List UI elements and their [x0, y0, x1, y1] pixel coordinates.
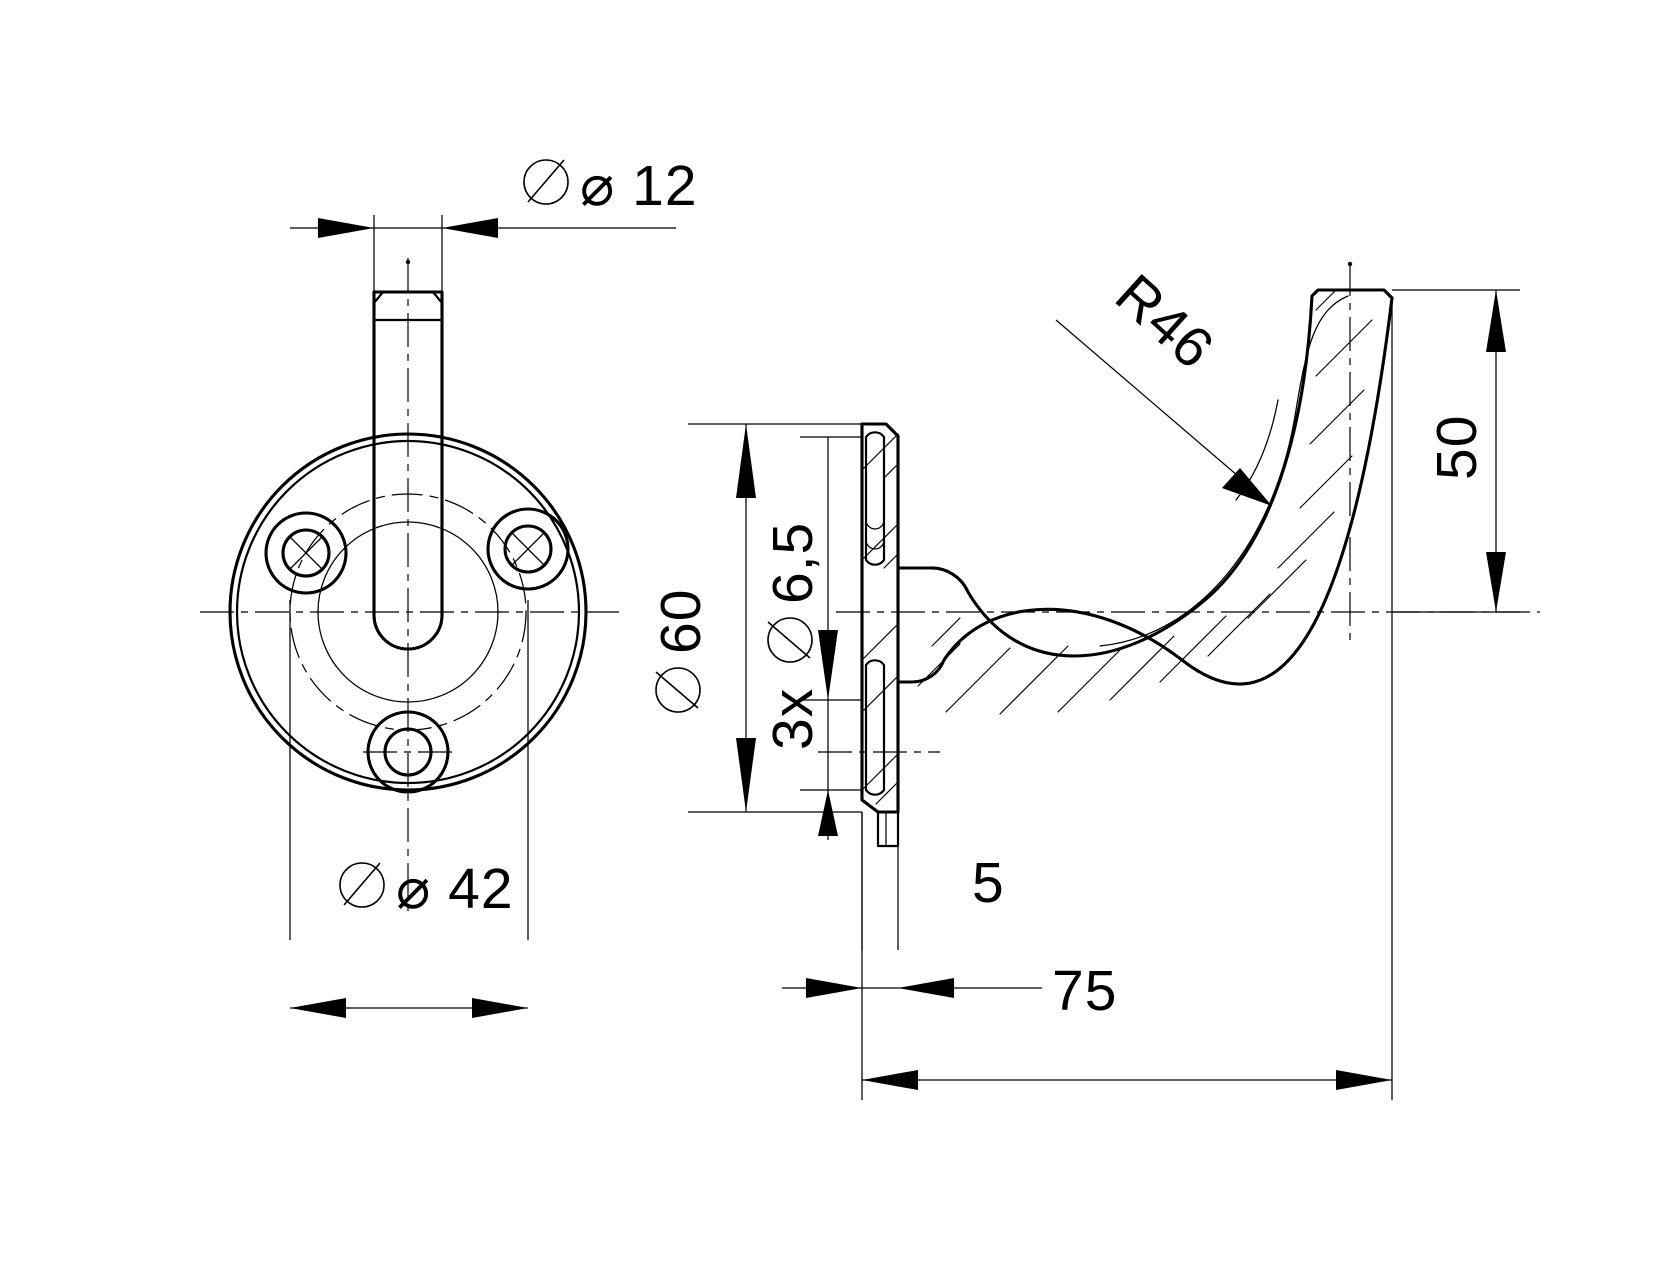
- dimension-r46: [1055, 319, 1272, 506]
- dimension-label-dia42-text: ⌀ 42: [396, 857, 514, 921]
- dimension-label-dia60: 60: [649, 589, 713, 713]
- wall-mounting-plate: [860, 422, 900, 848]
- dimension-label-dia42: ⌀ 42: [339, 857, 514, 921]
- dimension-label-t5-text: 5: [972, 851, 1005, 915]
- dimension-h50: [1392, 289, 1520, 613]
- dimension-l75: [861, 300, 1393, 1100]
- dimension-label-dia65: 3x 6,5: [761, 522, 825, 750]
- dimension-label-dia65-prefix: 3x: [761, 688, 825, 750]
- dimension-dia60: [688, 423, 862, 813]
- dimension-label-r46-text: R46: [1103, 262, 1226, 382]
- dimension-dia65: [800, 436, 862, 840]
- front-view-stem: [372, 290, 444, 651]
- flange-outer-circle: [228, 432, 588, 792]
- inner-boss-circle: [317, 521, 499, 703]
- dimension-label-h50-text: 50: [1425, 415, 1489, 480]
- flange-rim-circle: [235, 439, 581, 785]
- dimension-dia12: [290, 215, 676, 300]
- dimension-label-dia60-text: 60: [649, 589, 713, 654]
- bracket-arm: [896, 288, 1394, 715]
- dimension-label-dia12: ⌀ 12: [523, 154, 698, 218]
- dimension-dia42: [289, 600, 529, 1018]
- dimension-label-r46: R46: [1103, 262, 1226, 382]
- mounting-hole-bottom: [363, 710, 453, 794]
- dimension-label-l75-text: 75: [1052, 959, 1117, 1023]
- mounting-hole-top-right: [486, 507, 570, 591]
- mounting-hole-top-left: [264, 511, 348, 595]
- stem-center-dot: [405, 259, 411, 265]
- dimension-label-dia12-text: ⌀ 12: [580, 154, 698, 218]
- arm-tip-center-dot: [1347, 261, 1353, 267]
- dimension-label-h50: 50: [1425, 415, 1489, 480]
- front-view: [200, 215, 676, 1018]
- side-view: [688, 261, 1540, 1100]
- dimension-label-dia65-value: 6,5: [761, 522, 825, 604]
